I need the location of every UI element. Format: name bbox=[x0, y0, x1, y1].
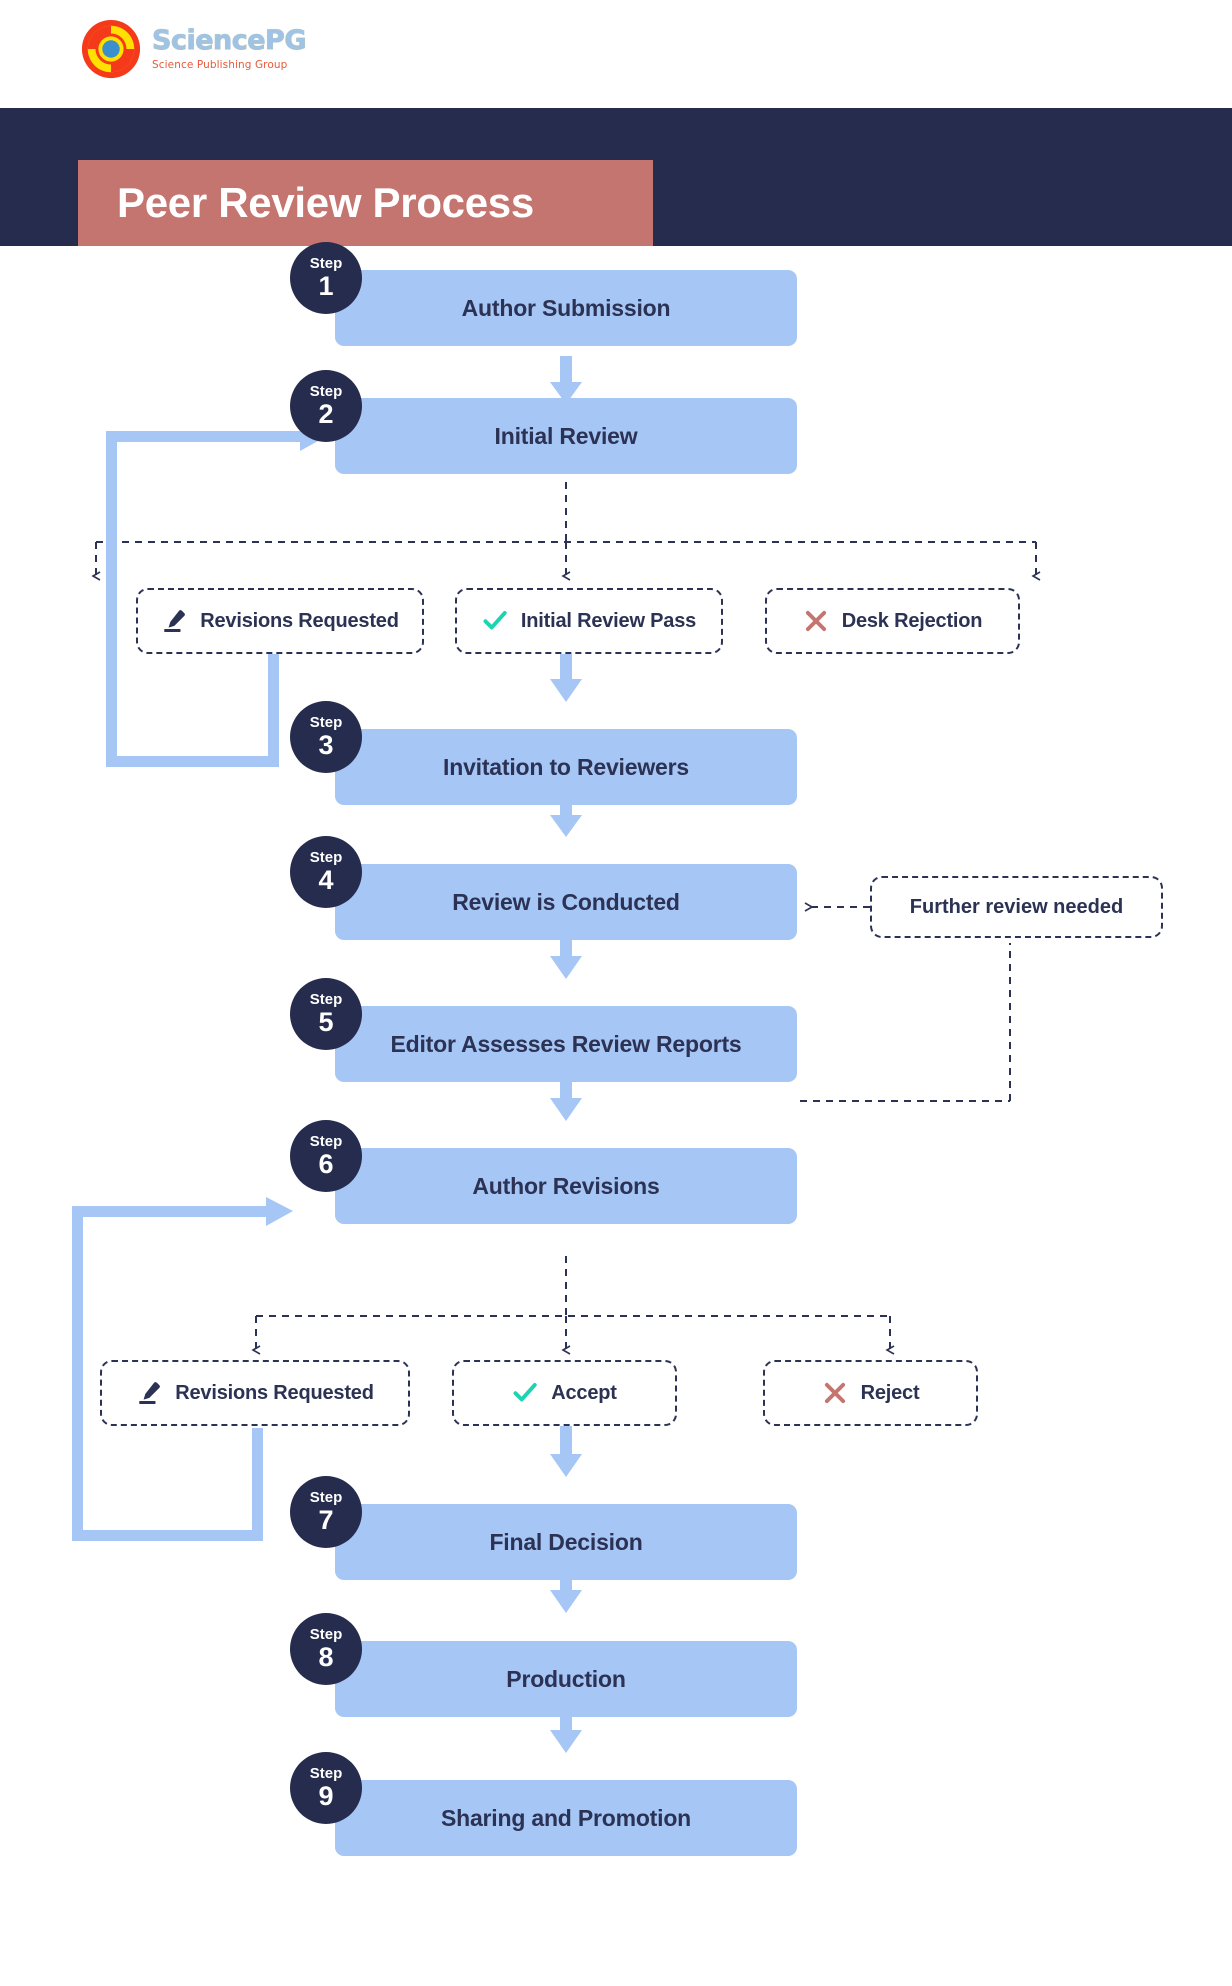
outcome-revisions-requested-1[interactable]: Revisions Requested bbox=[136, 588, 424, 654]
step-5[interactable]: Editor Assesses Review Reports Step 5 bbox=[290, 978, 797, 1082]
step-1-box[interactable]: Author Submission bbox=[335, 270, 797, 346]
step-2-badge-number: 2 bbox=[318, 399, 334, 429]
step-6-badge-word: Step bbox=[309, 1133, 343, 1150]
arrow-step1-step2 bbox=[550, 356, 582, 404]
step-6-badge-number: 6 bbox=[318, 1149, 334, 1179]
step-8-badge-number: 8 bbox=[318, 1642, 334, 1672]
logo-bar: SciencePG Science Publishing Group bbox=[0, 0, 1232, 108]
arrow-pass-step3 bbox=[550, 651, 582, 702]
step-9-badge-word: Step bbox=[309, 1765, 343, 1782]
step-9-label: Sharing and Promotion bbox=[440, 1804, 692, 1831]
step-4-badge: Step 4 bbox=[290, 836, 362, 908]
arrow-accept-step7 bbox=[550, 1426, 582, 1477]
step-8-label: Production bbox=[506, 1665, 626, 1692]
step-6-box[interactable]: Author Revisions bbox=[335, 1148, 797, 1224]
step-2[interactable]: Initial Review Step 2 bbox=[290, 370, 797, 474]
step-9-box[interactable]: Sharing and Promotion bbox=[335, 1780, 797, 1856]
step-5-box[interactable]: Editor Assesses Review Reports bbox=[335, 1006, 797, 1082]
outcome-revisions-requested-2-label: Revisions Requested bbox=[175, 1381, 374, 1404]
cross-icon bbox=[824, 1382, 845, 1404]
step-5-badge-number: 5 bbox=[318, 1007, 334, 1037]
flow-canvas: Author Submission Step 1 Initial Review … bbox=[0, 242, 1232, 1986]
step-7-badge: Step 7 bbox=[290, 1476, 362, 1548]
outcome-initial-review-pass[interactable]: Initial Review Pass bbox=[455, 588, 723, 654]
step-5-badge-word: Step bbox=[309, 991, 343, 1008]
pencil-icon bbox=[164, 610, 186, 633]
check-icon bbox=[483, 611, 507, 630]
outcome-accept[interactable]: Accept bbox=[452, 1360, 677, 1426]
step-1-badge-number: 1 bbox=[318, 271, 334, 301]
title-plate: Peer Review Process bbox=[78, 160, 653, 246]
step-1-label: Author Submission bbox=[461, 294, 671, 321]
step-3[interactable]: Invitation to Reviewers Step 3 bbox=[290, 701, 797, 805]
sciencepg-circle-logo-icon bbox=[81, 19, 141, 79]
outcome-reject[interactable]: Reject bbox=[763, 1360, 978, 1426]
step-9[interactable]: Sharing and Promotion Step 9 bbox=[290, 1752, 797, 1856]
step-8[interactable]: Production Step 8 bbox=[290, 1613, 797, 1717]
step-3-label: Invitation to Reviewers bbox=[443, 753, 689, 780]
step-2-box[interactable]: Initial Review bbox=[335, 398, 797, 474]
outcome-initial-review-pass-label: Initial Review Pass bbox=[520, 609, 697, 632]
brand-tagline: Science Publishing Group bbox=[152, 59, 288, 72]
step-1-badge-word: Step bbox=[309, 255, 343, 272]
outcome-desk-rejection-label: Desk Rejection bbox=[841, 609, 983, 632]
cross-icon bbox=[805, 610, 826, 632]
pencil-icon bbox=[139, 1382, 161, 1405]
branch-lines-initial-review bbox=[91, 482, 1041, 581]
step-4-badge-word: Step bbox=[309, 849, 343, 866]
step-7-box[interactable]: Final Decision bbox=[335, 1504, 797, 1580]
step-7-badge-word: Step bbox=[309, 1489, 343, 1506]
step-7-label: Final Decision bbox=[489, 1528, 643, 1555]
brand-wordmark: SciencePG Science Publishing Group bbox=[152, 25, 307, 72]
page-title: Peer Review Process bbox=[117, 179, 534, 226]
outcome-reject-label: Reject bbox=[860, 1381, 920, 1404]
step-5-label: Editor Assesses Review Reports bbox=[390, 1030, 742, 1057]
outcome-accept-label: Accept bbox=[551, 1381, 617, 1404]
step-1-badge: Step 1 bbox=[290, 242, 362, 314]
step-4-badge-number: 4 bbox=[318, 865, 334, 895]
note-further-review-needed[interactable]: Further review needed bbox=[870, 876, 1163, 938]
step-3-badge-number: 3 bbox=[318, 730, 334, 760]
step-2-label: Initial Review bbox=[494, 422, 638, 449]
outcome-revisions-requested-2[interactable]: Revisions Requested bbox=[100, 1360, 410, 1426]
step-6[interactable]: Author Revisions Step 6 bbox=[290, 1120, 797, 1224]
step-7-badge-number: 7 bbox=[318, 1505, 334, 1535]
brand-name: SciencePG bbox=[152, 25, 307, 57]
step-4-box[interactable]: Review is Conducted bbox=[335, 864, 797, 940]
step-3-box[interactable]: Invitation to Reviewers bbox=[335, 729, 797, 805]
step-1[interactable]: Author Submission Step 1 bbox=[290, 242, 797, 346]
step-8-badge-word: Step bbox=[309, 1626, 343, 1643]
outcome-desk-rejection[interactable]: Desk Rejection bbox=[765, 588, 1020, 654]
step-2-badge-word: Step bbox=[309, 383, 343, 400]
step-6-label: Author Revisions bbox=[472, 1172, 660, 1199]
step-8-badge: Step 8 bbox=[290, 1613, 362, 1685]
step-8-box[interactable]: Production bbox=[335, 1641, 797, 1717]
outcome-revisions-requested-1-label: Revisions Requested bbox=[200, 609, 399, 632]
step-7[interactable]: Final Decision Step 7 bbox=[290, 1476, 797, 1580]
step-3-badge: Step 3 bbox=[290, 701, 362, 773]
step-5-badge: Step 5 bbox=[290, 978, 362, 1050]
step-4-label: Review is Conducted bbox=[452, 888, 680, 915]
step-3-badge-word: Step bbox=[309, 714, 343, 731]
connector-layer bbox=[72, 356, 1041, 1753]
brand-logo[interactable]: SciencePG Science Publishing Group bbox=[80, 18, 307, 80]
note-further-review-needed-label: Further review needed bbox=[909, 895, 1124, 918]
step-9-badge-number: 9 bbox=[318, 1781, 334, 1811]
check-icon bbox=[513, 1383, 537, 1402]
step-4[interactable]: Review is Conducted Step 4 bbox=[290, 836, 797, 940]
step-9-badge: Step 9 bbox=[290, 1752, 362, 1824]
step-2-badge: Step 2 bbox=[290, 370, 362, 442]
branch-lines-author-revisions bbox=[251, 1256, 895, 1355]
step-6-badge: Step 6 bbox=[290, 1120, 362, 1192]
